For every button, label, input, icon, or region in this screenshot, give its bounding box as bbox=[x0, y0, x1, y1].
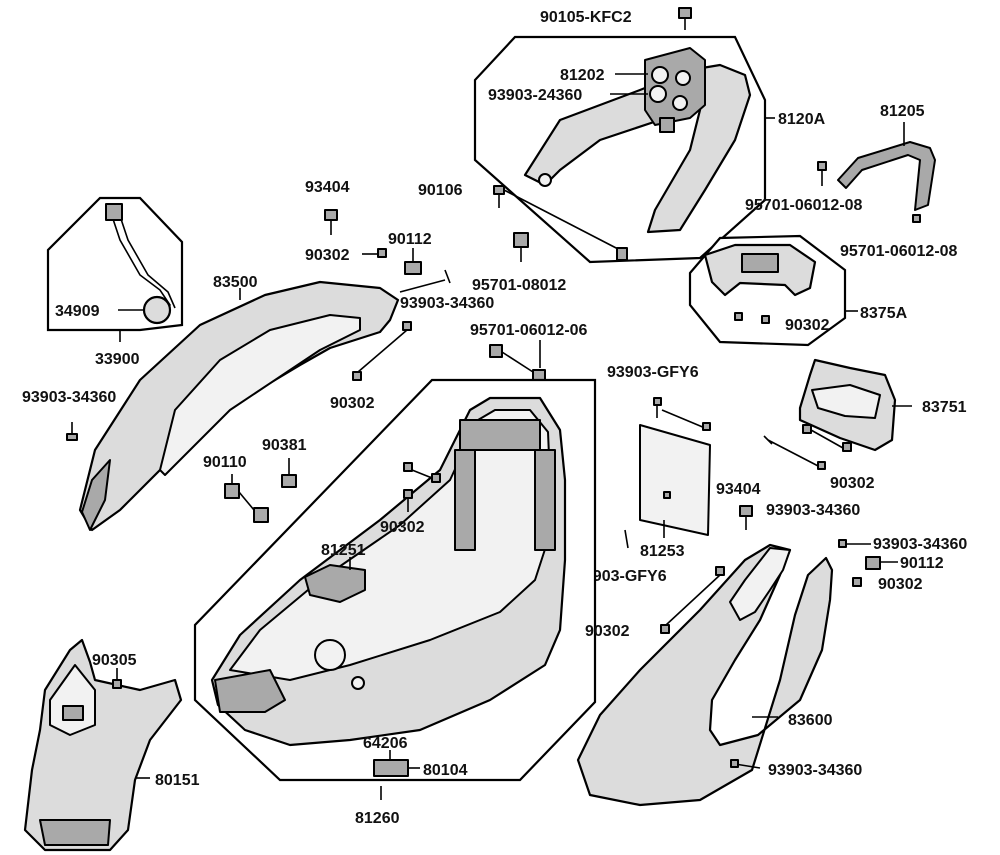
bolt-95701-b bbox=[912, 214, 921, 223]
backrest-mount bbox=[659, 117, 675, 133]
label-93903-24360: 93903-24360 bbox=[488, 87, 582, 104]
bolt-90112-top bbox=[404, 248, 422, 275]
label-81205: 81205 bbox=[880, 103, 925, 120]
screw-93903-34360-r3 bbox=[730, 759, 761, 769]
label-90302-r3: 90302 bbox=[878, 576, 923, 593]
label-95701-08012: 95701-08012 bbox=[472, 277, 566, 294]
clip-90302-r3 bbox=[852, 577, 862, 587]
label-95701-06012-06: 95701-06012-06 bbox=[470, 322, 588, 339]
label-90106: 90106 bbox=[418, 182, 463, 199]
label-90112-top: 90112 bbox=[388, 231, 432, 248]
clip-90302-mid bbox=[352, 321, 412, 381]
label-90302-seat: 90302 bbox=[380, 519, 425, 536]
label-81202: 81202 bbox=[560, 67, 605, 84]
clip-90302-r4 bbox=[660, 566, 725, 634]
label-93903-34360-r3: 93903-34360 bbox=[768, 762, 862, 779]
lid-81251 bbox=[304, 557, 366, 603]
screw-93903-gfy6-bot bbox=[624, 529, 629, 549]
label-8375a: 8375A bbox=[860, 305, 908, 322]
seat-box-group-81260 bbox=[193, 378, 597, 782]
screw-93903-gfy6-top bbox=[653, 397, 711, 431]
seat-box-latch bbox=[459, 419, 541, 451]
label-81260: 81260 bbox=[355, 810, 400, 827]
screw-93903-34360-r2 bbox=[838, 539, 871, 548]
panel-81253 bbox=[639, 424, 711, 538]
backrest-group-8120a bbox=[473, 35, 767, 264]
label-93903-34360-left: 93903-34360 bbox=[22, 389, 116, 406]
bolt-90110 bbox=[224, 474, 269, 523]
label-80104: 80104 bbox=[423, 762, 468, 779]
label-93404-top: 93404 bbox=[305, 179, 350, 196]
bolt-95701-08012 bbox=[513, 232, 529, 262]
carrier-foot bbox=[538, 173, 552, 187]
label-83600: 83600 bbox=[788, 712, 833, 729]
clip-90302-top bbox=[377, 248, 387, 258]
bolt-90106 bbox=[493, 185, 628, 261]
label-90110: 90110 bbox=[203, 454, 247, 471]
rear-cover-83600 bbox=[576, 543, 834, 807]
grommet-90381 bbox=[281, 458, 297, 488]
label-90302-8375: 90302 bbox=[785, 317, 830, 334]
label-83500: 83500 bbox=[213, 274, 258, 291]
backrest-bolt bbox=[672, 95, 688, 111]
label-93903-gfy6-top: 93903-GFY6 bbox=[607, 364, 699, 381]
label-90112-right: 90112 bbox=[900, 555, 944, 572]
backrest-bolt-81202 bbox=[651, 66, 669, 84]
label-90105-kfc2: 90105-KFC2 bbox=[540, 9, 632, 26]
clip-90302-83751 bbox=[802, 424, 852, 452]
cover-83751 bbox=[798, 358, 912, 452]
label-90381: 90381 bbox=[262, 437, 307, 454]
label-64206: 64206 bbox=[363, 735, 408, 752]
screw-90105-kfc2 bbox=[678, 7, 692, 30]
bolt-90112-right bbox=[865, 556, 898, 570]
label-90302-mid: 90302 bbox=[330, 395, 375, 412]
bolt-93404-right bbox=[739, 505, 753, 530]
bolt-95701-06012-06 bbox=[489, 340, 546, 383]
side-cover-83500 bbox=[78, 280, 400, 532]
pad-64206-80104 bbox=[373, 750, 420, 800]
screw-93903-34360-left bbox=[66, 422, 78, 441]
label-34909: 34909 bbox=[55, 303, 100, 320]
label-93903-34360-r2: 93903-34360 bbox=[873, 536, 967, 553]
label-83751: 83751 bbox=[922, 399, 967, 416]
cover-group-8375a bbox=[688, 234, 858, 347]
bolt-93404-top bbox=[324, 209, 338, 235]
screw-93903-34360-mid bbox=[399, 269, 451, 293]
clip-90305 bbox=[112, 668, 122, 689]
label-95701-06012-08-b: 95701-06012-08 bbox=[840, 243, 958, 260]
clip-90302-seat bbox=[403, 462, 441, 512]
backrest-bolt-93903 bbox=[649, 85, 667, 103]
label-80151: 80151 bbox=[155, 772, 200, 789]
front-cover-80151 bbox=[23, 638, 183, 852]
label-81251: 81251 bbox=[321, 542, 366, 559]
label-95701-06012-08-a: 95701-06012-08 bbox=[745, 197, 863, 214]
bolt-95701-a bbox=[817, 161, 827, 186]
bracket-81205 bbox=[837, 122, 936, 211]
connector-34909 bbox=[142, 295, 172, 325]
label-93404-right: 93404 bbox=[716, 481, 761, 498]
label-90302-83751: 90302 bbox=[830, 475, 875, 492]
harness-group-33900 bbox=[46, 196, 184, 342]
backrest-bolt bbox=[675, 70, 691, 86]
label-93903-34360-mid: 93903-34360 bbox=[400, 295, 494, 312]
label-90302-top: 90302 bbox=[305, 247, 350, 264]
label-90305: 90305 bbox=[92, 652, 137, 669]
label-90302-r4: 90302 bbox=[585, 623, 630, 640]
label-93903-34360-r1: 93903-34360 bbox=[766, 502, 860, 519]
label-93903-gfy6-bot: 93903-GFY6 bbox=[575, 568, 667, 585]
screw-93903-34360-r1 bbox=[763, 435, 826, 470]
label-8120a: 8120A bbox=[778, 111, 826, 128]
label-81253: 81253 bbox=[640, 543, 685, 560]
label-33900: 33900 bbox=[95, 351, 140, 368]
